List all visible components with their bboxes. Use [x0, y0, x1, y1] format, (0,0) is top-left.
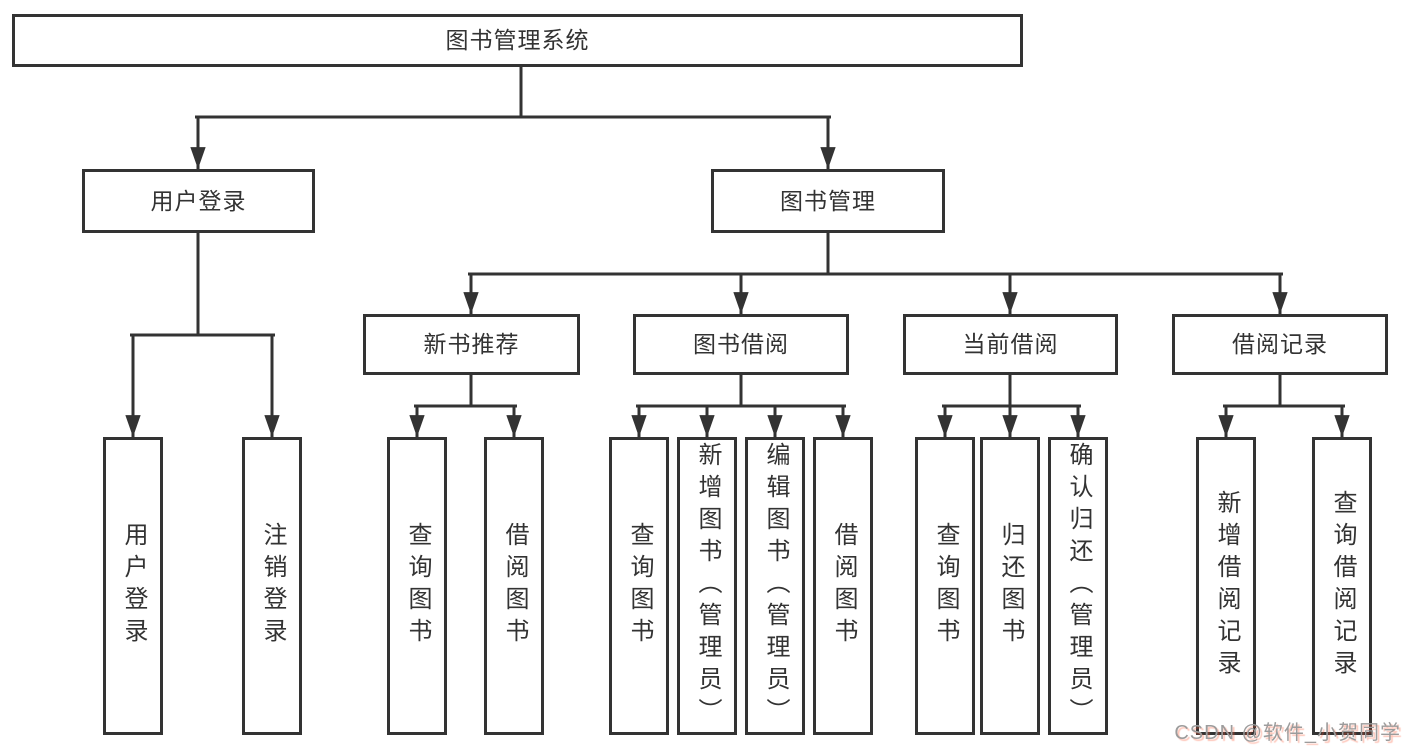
leaf-label: 新增借阅记录: [1213, 490, 1240, 682]
leaf-label: 借阅图书: [501, 522, 528, 650]
csdn-watermark: CSDN @软件_小贺同学: [1174, 722, 1401, 744]
leaf-label: 借阅图书: [830, 522, 857, 650]
connector-book-borrow-trunk: [636, 373, 846, 408]
leaf-label: 编辑图书（管理员）: [762, 442, 789, 730]
node-book-borrow: 图书借阅: [633, 314, 849, 375]
node-borrow-record: 借阅记录: [1172, 314, 1388, 375]
connector-new-book-recommend-trunk: [414, 373, 517, 408]
leaf-borrow-books-borrow: 借阅图书: [813, 437, 873, 735]
leaf-label: 确认归还（管理员）: [1065, 442, 1092, 730]
leaf-label: 新增图书（管理员）: [694, 442, 721, 730]
leaf-query-books-current: 查询图书: [915, 437, 975, 735]
leaf-query-books-newrec: 查询图书: [387, 437, 447, 735]
leaf-add-book-admin: 新增图书（管理员）: [677, 437, 737, 735]
connector-book-management-trunk: [468, 231, 1283, 276]
leaf-label: 查询图书: [404, 522, 431, 650]
leaf-label: 用户登录: [120, 522, 147, 650]
connector-root-trunk: [195, 64, 831, 119]
leaf-label: 查询图书: [932, 522, 959, 650]
leaf-edit-book-admin: 编辑图书（管理员）: [745, 437, 805, 735]
leaf-return-book: 归还图书: [980, 437, 1040, 735]
leaf-logout: 注销登录: [242, 437, 302, 735]
connector-borrow-record-trunk: [1223, 373, 1345, 408]
node-current-borrow: 当前借阅: [903, 314, 1118, 375]
leaf-query-borrow-record: 查询借阅记录: [1312, 437, 1372, 735]
connector-user-login-trunk: [130, 231, 275, 337]
leaf-query-books-borrow: 查询图书: [609, 437, 669, 735]
leaf-user-login: 用户登录: [103, 437, 163, 735]
leaf-add-borrow-record: 新增借阅记录: [1196, 437, 1256, 735]
leaf-label: 注销登录: [259, 522, 286, 650]
node-root: 图书管理系统: [12, 14, 1023, 67]
node-user-login: 用户登录: [82, 169, 315, 233]
leaf-label: 查询借阅记录: [1329, 490, 1356, 682]
leaf-label: 归还图书: [997, 522, 1024, 650]
connector-current-borrow-trunk: [942, 373, 1081, 408]
leaf-confirm-return-admin: 确认归还（管理员）: [1048, 437, 1108, 735]
leaf-borrow-books-newrec: 借阅图书: [484, 437, 544, 735]
leaf-label: 查询图书: [626, 522, 653, 650]
node-book-management: 图书管理: [711, 169, 945, 233]
node-new-book-recommend: 新书推荐: [363, 314, 580, 375]
